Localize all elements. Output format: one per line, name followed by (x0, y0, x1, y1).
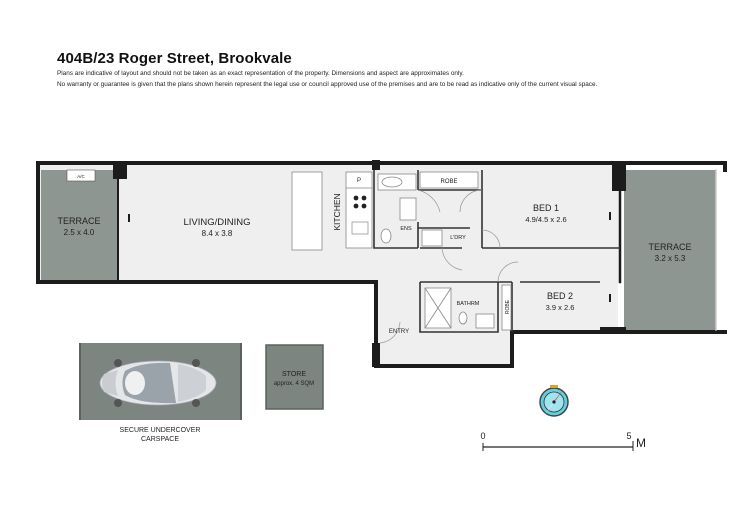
pantry-label: P (357, 178, 361, 184)
terrace-left-dims: 2.5 x 4.0 (64, 228, 95, 237)
disclaimer-line-2: No warranty or guarantee is given that t… (57, 81, 598, 88)
kitchen-name: KITCHEN (332, 193, 342, 230)
store: STORE approx. 4 SQM (265, 344, 324, 410)
store-dims: approx. 4 SQM (274, 381, 314, 387)
terrace-right-name: TERRACE (648, 242, 691, 252)
compass-icon (539, 385, 569, 417)
bathroom-label: BATHRM (457, 301, 480, 307)
carspace-label-2: CARSPACE (141, 436, 179, 443)
living-dims: 8.4 x 3.8 (202, 229, 233, 238)
ac-unit (66, 169, 96, 182)
store-name: STORE (282, 371, 306, 378)
bed1-dims: 4.9/4.5 x 2.6 (525, 215, 566, 224)
window-marks (128, 212, 611, 302)
terrace-left-area (41, 170, 118, 280)
terrace-right-area (624, 170, 716, 330)
scale-end: 5 (626, 431, 631, 441)
ensuite-fixtures (377, 173, 417, 244)
terrace-right-dims: 3.2 x 5.3 (655, 254, 686, 263)
room-labels: TERRACE 2.5 x 4.0 A/C LIVING/DINING 8.4 … (57, 174, 691, 335)
disclaimer-line-1: Plans are indicative of layout and shoul… (57, 70, 464, 77)
living-name: LIVING/DINING (183, 217, 250, 228)
floor-area (38, 165, 620, 364)
entry-label: ENTRY (389, 329, 409, 335)
robe-2-label: ROBE (505, 299, 511, 314)
terrace-left-name: TERRACE (57, 216, 100, 226)
carspace (79, 343, 242, 420)
car-icon (99, 359, 217, 407)
scale-bar: 0 5 M (480, 431, 646, 451)
page-title: 404B/23 Roger Street, Brookvale (57, 50, 292, 67)
robe-2-unit (501, 284, 512, 331)
interior-walls (373, 170, 620, 333)
robe-1-unit (419, 171, 479, 189)
bed2-dims: 3.9 x 2.6 (546, 303, 575, 312)
wall-blocks (113, 160, 626, 367)
kitchen-fixtures (291, 171, 373, 251)
bathroom-fixtures (424, 287, 495, 329)
scale-unit: M (636, 436, 646, 450)
laundry-label: L'DRY (450, 235, 466, 241)
door-swings (379, 189, 519, 344)
ac-label: A/C (77, 174, 85, 179)
laundry-unit (421, 229, 443, 247)
robe-1-label: ROBE (440, 179, 457, 185)
carspace-label-1: SECURE UNDERCOVER (120, 427, 201, 434)
ensuite-label: ENS (400, 226, 412, 232)
bed1-name: BED 1 (533, 203, 559, 213)
bed2-name: BED 2 (547, 291, 573, 301)
scale-start: 0 (480, 431, 485, 441)
